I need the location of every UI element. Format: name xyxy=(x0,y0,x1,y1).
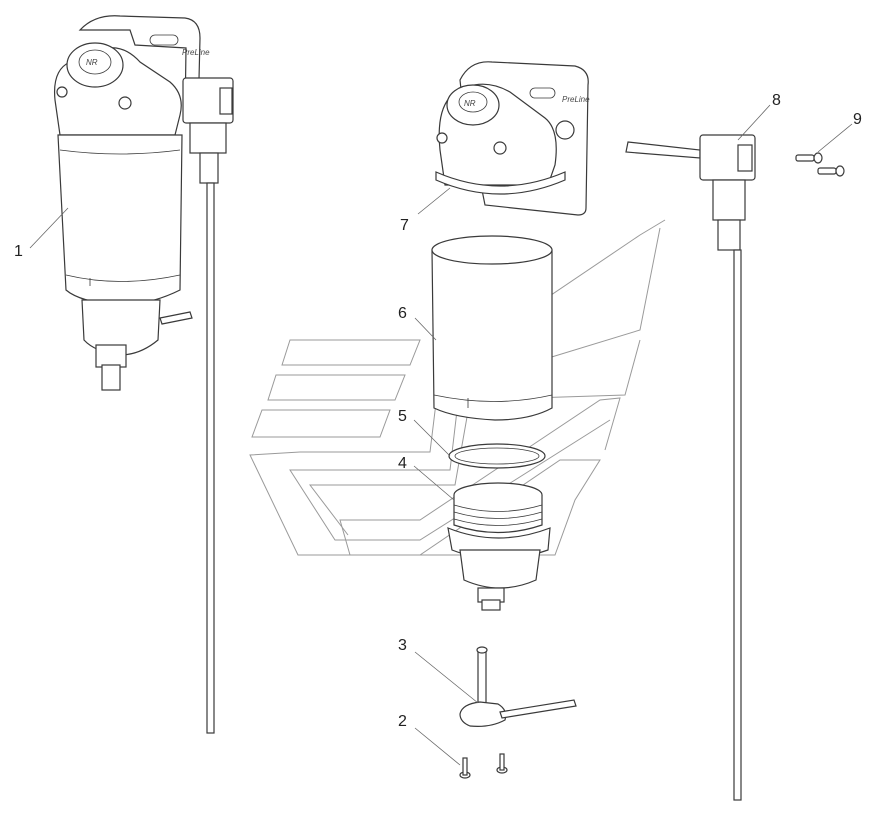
o-ring-seal xyxy=(448,443,546,469)
level-sensor xyxy=(625,134,756,801)
filter-head-bracket: PreLine NR xyxy=(435,61,590,216)
bowl-drain-housing xyxy=(447,482,551,611)
brand-logo-text: PreLine xyxy=(182,48,210,57)
callout-8: 8 xyxy=(772,92,781,109)
head-mark-text: NR xyxy=(86,58,98,67)
callout-1: 1 xyxy=(14,243,23,260)
filter-cartridge xyxy=(431,235,553,421)
head-mark-text-2: NR xyxy=(464,99,476,108)
brand-logo-text-2: PreLine xyxy=(562,95,590,104)
callout-6: 6 xyxy=(398,305,407,322)
assembled-filter-unit: PreLine NR xyxy=(53,15,234,734)
callout-2: 2 xyxy=(398,713,407,730)
bracket-screws xyxy=(795,152,845,177)
mounting-screws xyxy=(459,753,508,779)
callout-5: 5 xyxy=(398,408,407,425)
callout-7: 7 xyxy=(400,217,409,234)
callout-labels: 1 2 3 4 5 6 7 8 9 xyxy=(14,92,862,730)
callout-9: 9 xyxy=(853,111,862,128)
leader-lines xyxy=(29,104,853,766)
watermark-logo xyxy=(249,219,666,556)
callout-4: 4 xyxy=(398,455,407,472)
callout-3: 3 xyxy=(398,637,407,654)
wif-sensor-probe xyxy=(459,646,577,727)
